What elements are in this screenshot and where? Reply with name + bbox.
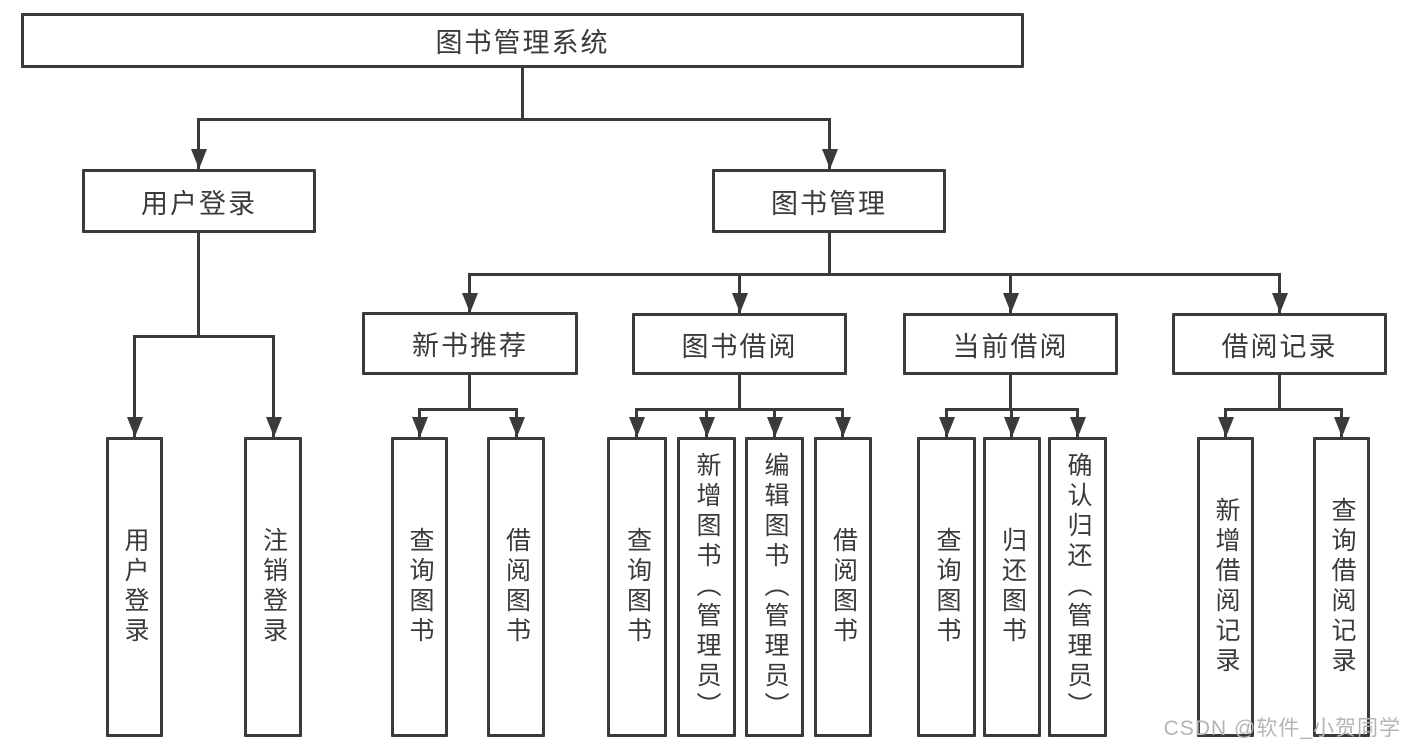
node-borrowing-records: 借阅记录 bbox=[1172, 313, 1387, 375]
connector-line bbox=[468, 273, 1281, 276]
leaf-borrow-books-recommend: 借阅图书 bbox=[487, 437, 545, 737]
connector-line bbox=[197, 118, 831, 121]
arrowhead-icon bbox=[462, 293, 478, 313]
node-label: 图书借阅 bbox=[681, 331, 798, 362]
node-library-management-system: 图书管理系统 bbox=[21, 13, 1024, 68]
connector-line bbox=[1009, 375, 1012, 408]
node-label: 借阅图书 bbox=[502, 527, 531, 647]
connector-line bbox=[828, 233, 831, 273]
node-current-borrowing: 当前借阅 bbox=[903, 313, 1118, 375]
arrowhead-icon bbox=[699, 417, 715, 437]
node-label: 归还图书 bbox=[998, 527, 1027, 647]
leaf-user-login: 用户登录 bbox=[106, 437, 163, 737]
arrowhead-icon bbox=[1272, 293, 1288, 313]
node-label: 用户登录 bbox=[141, 188, 257, 219]
arrowhead-icon bbox=[767, 417, 783, 437]
connector-line bbox=[738, 375, 741, 408]
arrowhead-icon bbox=[266, 417, 282, 437]
node-label: 借阅图书 bbox=[829, 527, 858, 647]
connector-line bbox=[1278, 375, 1281, 408]
node-new-book-recommend: 新书推荐 bbox=[362, 312, 578, 375]
arrowhead-icon bbox=[1003, 293, 1019, 313]
leaf-add-borrow-record: 新增借阅记录 bbox=[1197, 437, 1254, 737]
arrowhead-icon bbox=[127, 417, 143, 437]
node-label: 图书管理系统 bbox=[435, 28, 610, 58]
connector-line bbox=[133, 335, 136, 437]
connector-line bbox=[133, 335, 275, 338]
arrowhead-icon bbox=[732, 293, 748, 313]
leaf-return-books: 归还图书 bbox=[983, 437, 1041, 737]
leaf-confirm-return-admin: 确认归还（管理员） bbox=[1048, 437, 1107, 737]
connector-line bbox=[272, 335, 275, 437]
connector-line bbox=[197, 118, 200, 169]
connector-line bbox=[635, 408, 844, 411]
connector-line bbox=[418, 408, 518, 411]
arrowhead-icon bbox=[412, 417, 428, 437]
connector-line bbox=[521, 68, 524, 118]
connector-line bbox=[468, 375, 471, 408]
leaf-query-books-borrowing: 查询图书 bbox=[607, 437, 667, 737]
leaf-query-borrow-record: 查询借阅记录 bbox=[1313, 437, 1370, 737]
node-user-login: 用户登录 bbox=[82, 169, 316, 233]
node-book-management: 图书管理 bbox=[712, 169, 946, 233]
leaf-add-books-admin: 新增图书（管理员） bbox=[677, 437, 736, 737]
arrowhead-icon bbox=[1004, 417, 1020, 437]
arrowhead-icon bbox=[629, 417, 645, 437]
node-label: 编辑图书（管理员） bbox=[761, 452, 789, 722]
arrowhead-icon bbox=[1070, 417, 1086, 437]
arrowhead-icon bbox=[1218, 417, 1234, 437]
arrowhead-icon bbox=[822, 149, 838, 169]
node-book-borrowing: 图书借阅 bbox=[632, 313, 847, 375]
node-label: 用户登录 bbox=[121, 527, 149, 647]
leaf-edit-books-admin: 编辑图书（管理员） bbox=[745, 437, 804, 737]
node-label: 新增图书（管理员） bbox=[693, 452, 721, 722]
node-label: 新增借阅记录 bbox=[1212, 497, 1240, 677]
node-label: 注销登录 bbox=[259, 527, 288, 647]
node-label: 新书推荐 bbox=[412, 331, 528, 361]
leaf-borrow-books-borrowing: 借阅图书 bbox=[814, 437, 872, 737]
csdn-watermark: CSDN @软件_小贺同学 bbox=[1163, 717, 1401, 740]
leaf-logout: 注销登录 bbox=[244, 437, 302, 737]
leaf-query-books-recommend: 查询图书 bbox=[391, 437, 448, 737]
arrowhead-icon bbox=[939, 417, 955, 437]
arrowhead-icon bbox=[1334, 417, 1350, 437]
node-label: 借阅记录 bbox=[1221, 331, 1338, 362]
arrowhead-icon bbox=[191, 149, 207, 169]
connector-line bbox=[197, 233, 200, 335]
connector-line bbox=[828, 118, 831, 169]
node-label: 查询图书 bbox=[623, 527, 652, 647]
node-label: 查询借阅记录 bbox=[1328, 497, 1356, 677]
node-label: 当前借阅 bbox=[952, 331, 1069, 362]
arrowhead-icon bbox=[509, 417, 525, 437]
node-label: 查询图书 bbox=[406, 527, 434, 647]
node-label: 查询图书 bbox=[933, 527, 961, 647]
connector-line bbox=[1224, 408, 1342, 411]
leaf-query-books-current: 查询图书 bbox=[917, 437, 976, 737]
arrowhead-icon bbox=[835, 417, 851, 437]
node-label: 确认归还（管理员） bbox=[1064, 452, 1092, 722]
node-label: 图书管理 bbox=[771, 188, 887, 219]
